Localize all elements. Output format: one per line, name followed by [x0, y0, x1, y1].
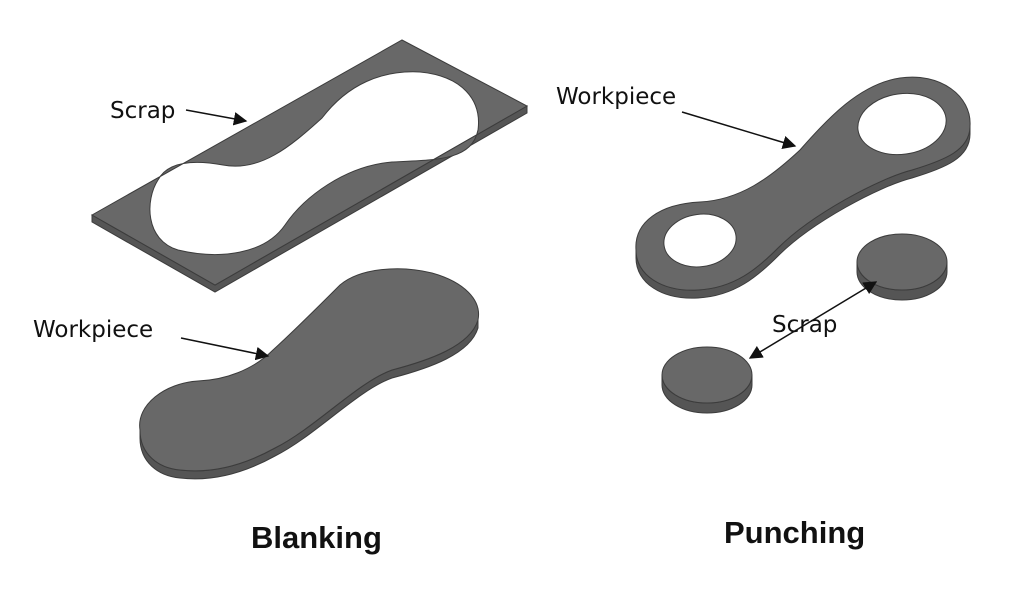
punching-scrap-slug-right: [856, 233, 948, 301]
blanking-scrap-label: Scrap: [110, 98, 175, 124]
blanking-scrap-sheet: [90, 39, 529, 293]
blanking-group: Scrap Workpiece Blanking: [33, 39, 529, 555]
punching-scrap-slug-left: [661, 346, 753, 414]
punching-scrap-arrow: [748, 281, 878, 359]
punching-caption: Punching: [724, 515, 865, 550]
blanking-workpiece-label: Workpiece: [33, 317, 153, 343]
punching-scrap-slug-left-top: [661, 346, 753, 404]
blanking-scrap-sheet-top: [90, 39, 529, 286]
blanking-scrap-arrow: [185, 109, 248, 126]
punching-group: Workpiece Scrap Punching: [556, 76, 971, 550]
blanking-workpiece: [139, 268, 480, 480]
blanking-workpiece-arrow: [180, 337, 270, 361]
punching-workpiece-label: Workpiece: [556, 84, 676, 110]
blanking-caption: Blanking: [251, 520, 382, 555]
punching-workpiece-top: [635, 76, 971, 291]
punching-scrap-slug-right-top: [856, 233, 948, 291]
punching-workpiece: [635, 76, 971, 299]
blanking-workpiece-top: [139, 268, 480, 472]
punching-workpiece-arrow: [681, 111, 797, 149]
